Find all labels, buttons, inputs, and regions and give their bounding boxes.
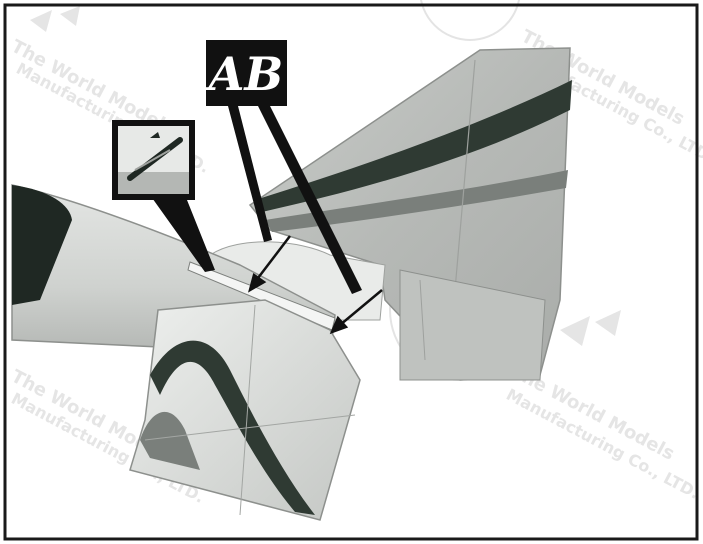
detail-inset [112,120,215,272]
fin-stripe-mid [265,170,568,232]
callout-label: AB [205,47,284,101]
stab-stripe-mid [140,411,200,470]
arrow-b-head [329,315,349,335]
inset-pointer [150,195,215,272]
arrow-b [339,289,383,326]
fuselage-dark-stripe [12,185,72,305]
figure-border [3,3,699,541]
horizontal-stabilizer [129,299,361,521]
watermark-logo-icon [30,6,80,32]
vertical-fin [248,47,572,381]
fin-stripe-dark [255,80,572,212]
rudder [399,269,546,381]
pointer-arrows [248,235,383,335]
fin-panel-line [454,59,476,291]
callout-leader-b [258,106,362,294]
callout-leader-a [228,106,272,242]
ab-callout: AB [205,40,362,294]
arrow-a [254,235,291,283]
stab-stripe-dark [150,340,315,515]
arrow-a-head [248,272,267,293]
watermark-logo-icon [560,310,621,346]
callout-box [206,40,287,106]
